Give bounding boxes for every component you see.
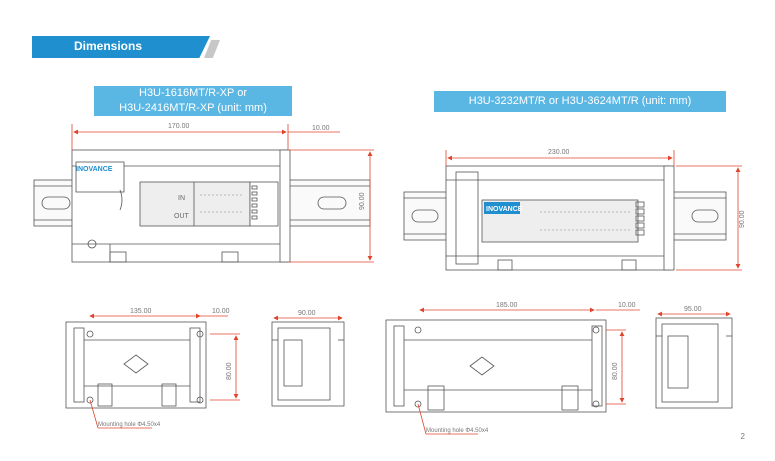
left-model-title-line1: H3U-1616MT/R-XP or	[139, 87, 247, 99]
left-mounting-hole-label: Mounting hole Φ4.50x4	[98, 422, 161, 428]
left-in-label: IN	[178, 195, 185, 202]
left-model-title-line2: H3U-2416MT/R-XP (unit: mm)	[119, 102, 267, 114]
right-model-title: H3U-3232MT/R or H3U-3624MT/R (unit: mm)	[434, 91, 726, 112]
left-front-dimensions	[71, 124, 374, 263]
right-brand-logo: INOVANCE	[486, 206, 523, 213]
left-bottom-height-label: 80.00	[226, 362, 233, 380]
right-front-dimensions	[445, 150, 742, 271]
left-out-label: OUT	[174, 213, 190, 220]
page-number: 2	[740, 432, 745, 441]
left-side-view	[271, 321, 345, 407]
left-bottom-dimensions	[89, 313, 240, 429]
right-side-depth-label: 95.00	[684, 306, 702, 313]
left-model-title: H3U-1616MT/R-XP or H3U-2416MT/R-XP (unit…	[94, 86, 292, 116]
section-header: Dimensions	[32, 36, 210, 58]
right-model-title-text: H3U-3232MT/R or H3U-3624MT/R (unit: mm)	[468, 95, 692, 107]
section-title: Dimensions	[74, 39, 143, 53]
right-front-width-label: 230.00	[548, 149, 570, 156]
left-height-label: 90.00	[359, 192, 366, 210]
left-front-width-label: 170.00	[168, 123, 190, 130]
right-bottom-dimensions	[417, 307, 640, 435]
right-height-label: 90.00	[739, 210, 746, 228]
left-bottom-offset-label: 10.00	[212, 308, 230, 315]
left-bottom-view	[65, 321, 207, 409]
right-side-view	[655, 317, 733, 409]
left-side-depth-label: 90.00	[298, 310, 316, 317]
left-brand-logo: INOVANCE	[76, 166, 113, 173]
right-mounting-hole-label: Mounting hole Φ4.50x4	[426, 428, 489, 434]
left-front-view	[33, 149, 371, 263]
right-bottom-width-label: 185.00	[496, 302, 518, 309]
left-bottom-width-label: 135.00	[130, 308, 152, 315]
right-bottom-offset-label: 10.00	[618, 302, 636, 309]
right-front-view	[403, 165, 727, 271]
left-side-offset-label: 10.00	[312, 125, 330, 132]
right-bottom-view	[385, 319, 607, 413]
right-brand-badge	[484, 202, 520, 214]
right-bottom-height-label: 80.00	[612, 362, 619, 380]
